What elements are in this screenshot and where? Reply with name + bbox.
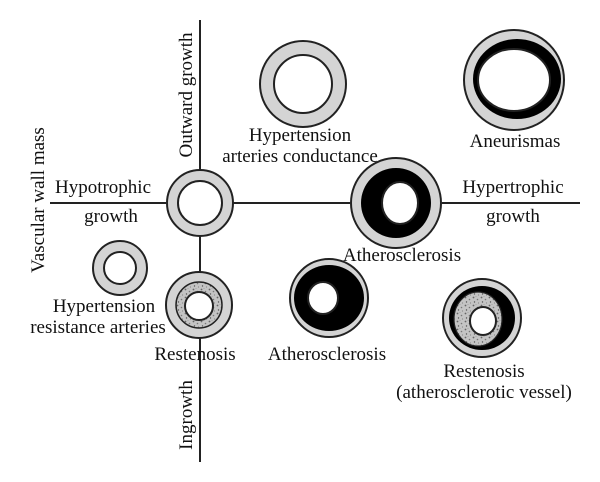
aneurismas-label: Aneurismas (470, 131, 561, 152)
hypotrophic-label: Hypotrophic (55, 177, 151, 198)
restenosis-athero-line2: (atherosclerotic vessel) (396, 382, 572, 403)
outward-growth-label: Outward growth (176, 32, 197, 158)
hypertension-resistance-vessel (92, 240, 148, 296)
hypertension-conductance-line1: Hypertension (249, 125, 352, 146)
hypertension-resistance-line2: resistance arteries (30, 317, 166, 338)
aneurisma-vessel (463, 29, 565, 131)
restenosis-label: Restenosis (154, 344, 235, 365)
atherosclerosis-inward-vessel (289, 258, 369, 338)
atherosclerosis-outward-vessel (350, 157, 442, 249)
vascular-wall-mass-label: Vascular wall mass (28, 127, 49, 273)
hypertension-resistance-line1: Hypertension (53, 296, 156, 317)
hypotrophic-growth-label: growth (84, 206, 138, 227)
ingrowth-label: Ingrowth (176, 380, 197, 450)
center-vessel (166, 169, 234, 237)
hypertension-conductance-vessel (259, 40, 347, 128)
atherosclerosis-outward-label: Atherosclerosis (343, 245, 461, 266)
restenosis-atherosclerotic-vessel (442, 278, 522, 358)
hypertrophic-label: Hypertrophic (462, 177, 563, 198)
hypertension-conductance-line2: arteries conductance (222, 146, 378, 167)
atherosclerosis-inward-label: Atherosclerosis (268, 344, 386, 365)
restenosis-athero-line1: Restenosis (443, 361, 524, 382)
hypertrophic-growth-label: growth (486, 206, 540, 227)
restenosis-vessel (165, 271, 233, 339)
